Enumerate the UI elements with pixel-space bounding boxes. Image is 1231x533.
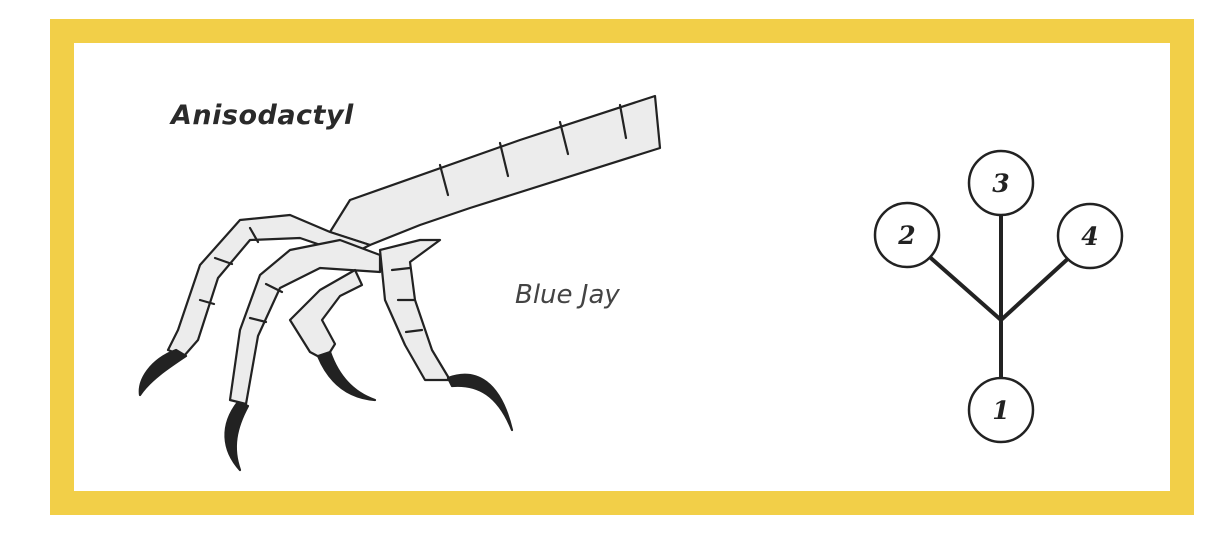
toe-label-4: 4 [1081, 222, 1098, 251]
blue-jay-foot-illustration [138, 94, 662, 472]
line-toe-4 [999, 253, 1074, 322]
line-toe-2 [922, 250, 1003, 322]
toe-node-2 [873, 201, 941, 269]
claw-4 [446, 373, 514, 432]
tarsus [328, 94, 662, 247]
claw-3 [316, 350, 377, 402]
claw-2 [224, 400, 250, 472]
toe-outer [378, 238, 452, 382]
claw-1 [138, 348, 188, 397]
toe-label-2: 2 [897, 221, 915, 250]
diagram-frame [50, 19, 1194, 515]
toe-arrangement-schematic: 1 2 3 4 [873, 149, 1124, 444]
toe-node-1 [967, 376, 1035, 444]
foot-type-title: Anisodactyl [171, 100, 354, 131]
toe-short [288, 268, 364, 362]
species-label: Blue Jay [515, 280, 620, 310]
toe-node-3 [967, 149, 1035, 217]
toe-label-3: 3 [992, 169, 1009, 198]
toe-node-4 [1056, 202, 1124, 270]
toe-label-1: 1 [992, 396, 1009, 425]
